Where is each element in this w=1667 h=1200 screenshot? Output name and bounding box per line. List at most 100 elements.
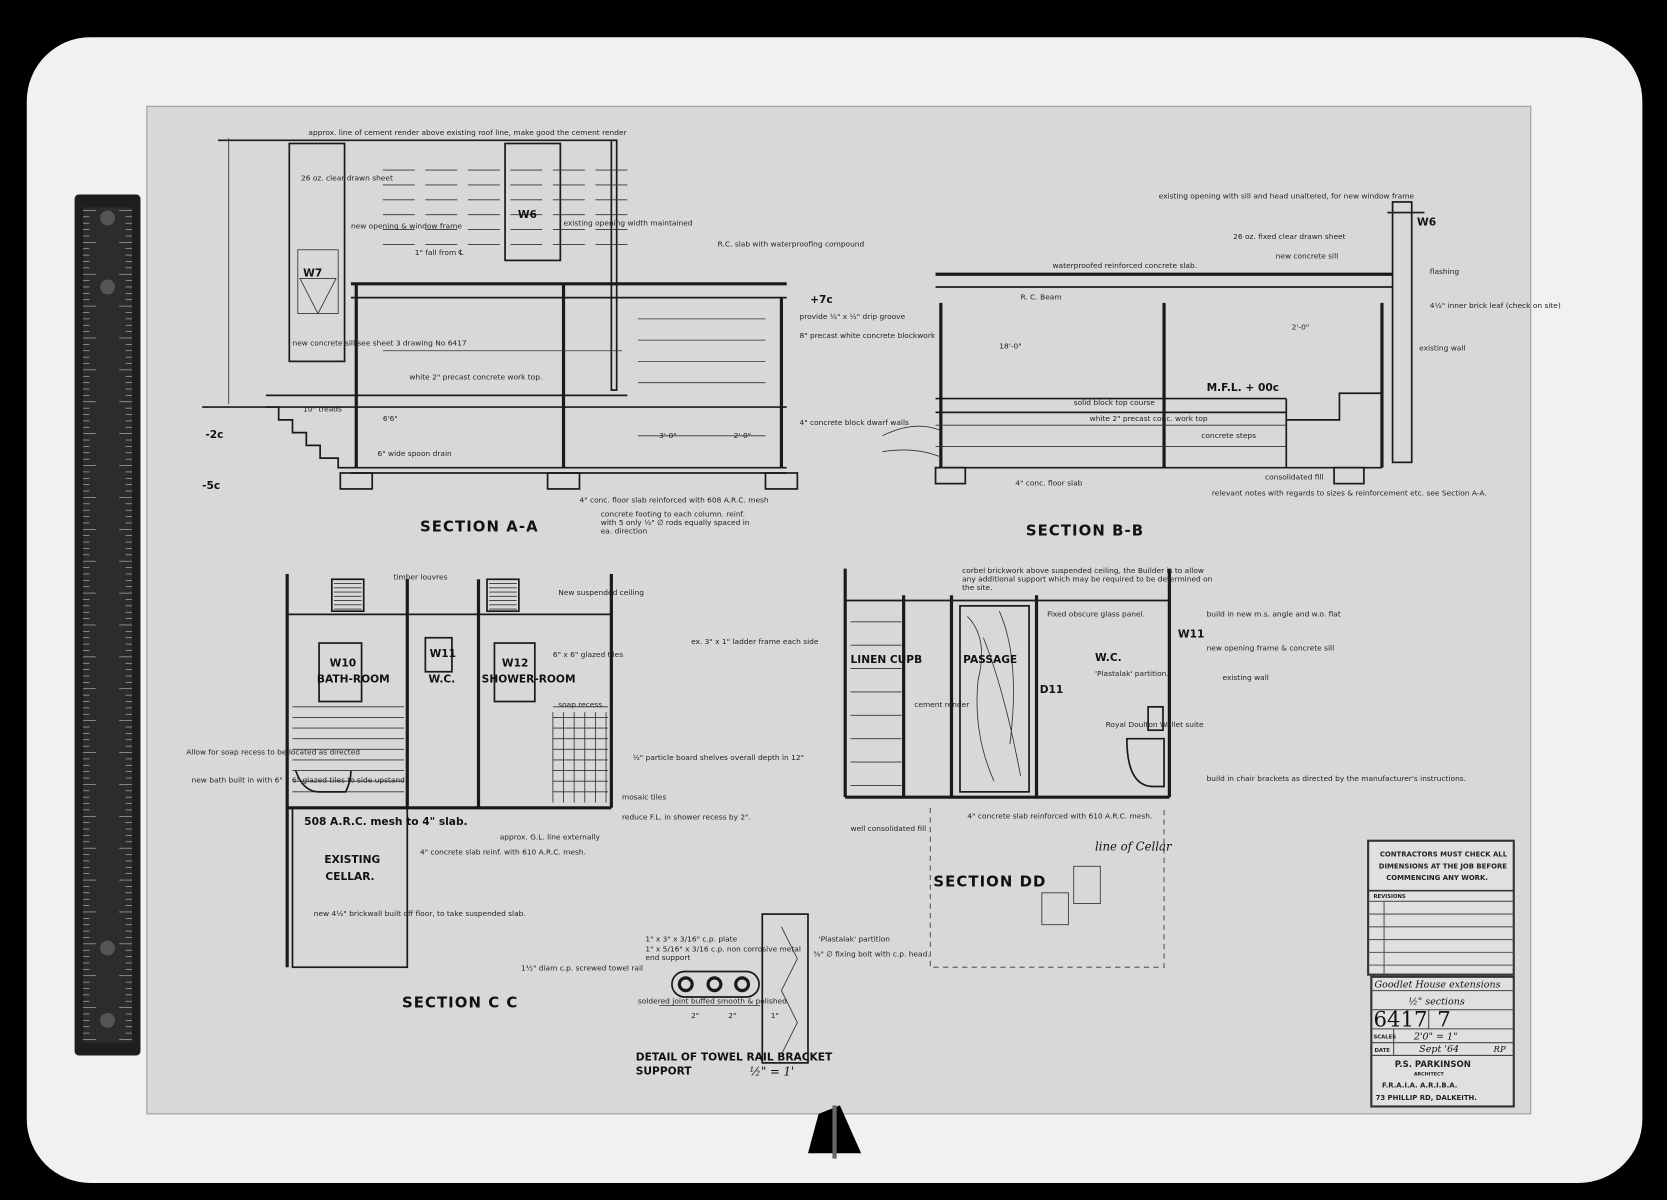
note: 4" concrete block dwarf walls	[799, 418, 909, 427]
detail-scale: ½" = 1'	[750, 1065, 795, 1079]
scale-ruler	[74, 194, 141, 1056]
note: solid block top course	[1074, 398, 1156, 407]
note: 4½" inner brick leaf (check on site)	[1430, 301, 1561, 310]
note: new concrete sill see sheet 3 drawing No…	[292, 338, 466, 347]
note: concrete footing to each column. reinf. …	[600, 510, 750, 536]
section-b-b	[882, 201, 1425, 485]
note: well consolidated fill	[851, 824, 927, 833]
note: New suspended ceiling	[558, 588, 644, 597]
dimension: 2"	[691, 1011, 699, 1020]
note: Fixed obscure glass panel.	[1047, 609, 1145, 618]
section-title-dd: SECTION DD	[933, 872, 1046, 890]
note: line of Cellar	[1095, 839, 1173, 853]
note: 26 oz. clear drawn sheet	[301, 174, 393, 183]
window-label-w6: W6	[518, 208, 537, 221]
detail-title: DETAIL OF TOWEL RAIL BRACKET	[636, 1051, 833, 1064]
window-label-w10: W10	[330, 656, 356, 669]
note: ⅜" ∅ fixing bolt with c.p. head.	[813, 950, 929, 959]
note: 6" wide spoon drain	[378, 449, 453, 458]
note: 4" concrete slab reinforced with 610 A.R…	[967, 811, 1152, 820]
note: approx. line of cement render above exis…	[308, 128, 627, 137]
window-label-w7: W7	[303, 266, 322, 279]
note: new opening & window frame	[351, 222, 462, 231]
architect-address: 73 PHILLIP RD, DALKEITH.	[1376, 1094, 1477, 1102]
note: consolidated fill	[1265, 472, 1324, 481]
level-mark: -2c	[205, 428, 223, 441]
title-block	[1367, 839, 1515, 1108]
note: cement render	[914, 700, 970, 709]
note: Royal Doulton Wallet suite	[1106, 720, 1204, 729]
date-label: DATE	[1375, 1048, 1391, 1054]
room-label-shower: SHOWER-ROOM	[482, 672, 576, 685]
note: 'Plastalak' partition.	[1095, 669, 1169, 678]
note: 4" concrete slab reinf. with 610 A.R.C. …	[420, 848, 586, 857]
note: white 2" precast concrete work top.	[409, 372, 542, 381]
note: soap recess	[558, 700, 602, 709]
note: ½" particle board shelves overall depth …	[633, 753, 804, 762]
note: mosaic tiles	[622, 792, 666, 801]
window-label-w11: W11	[1178, 628, 1204, 641]
note: 4" conc. floor slab reinforced with 608 …	[579, 496, 768, 505]
detail-title-line2: SUPPORT	[636, 1065, 693, 1078]
sheet-title: ½" sections	[1409, 996, 1465, 1007]
sheet-number: 7	[1437, 1008, 1451, 1033]
room-label-existing: EXISTING	[324, 853, 380, 866]
level-mark: +7c	[810, 293, 833, 306]
room-label-wc: W.C.	[429, 672, 456, 685]
note: 4" conc. floor slab	[1015, 479, 1082, 488]
note: provide ½" x ½" drip groove	[799, 312, 905, 321]
room-label-bathroom: BATH-ROOM	[317, 672, 390, 685]
drafter-initials: RP	[1493, 1045, 1506, 1055]
note-wrapper: concrete footing to each column. reinf. …	[600, 510, 750, 536]
pointer-stem	[832, 1105, 837, 1159]
dimension: 2'-0"	[1292, 322, 1310, 331]
project-name: Goodlet House extensions	[1375, 979, 1501, 990]
scales-label: SCALES	[1373, 1034, 1396, 1040]
note: R. C. Beam	[1021, 293, 1062, 302]
towel-rail-detail	[659, 913, 809, 1064]
note-wrapper: corbel brickwork above suspended ceiling…	[962, 567, 1212, 593]
note: ex. 3" x 1" ladder frame each side	[691, 637, 819, 646]
window-label-w11: W11	[430, 647, 456, 660]
section-c-c	[285, 573, 613, 969]
note: build in chair brackets as directed by t…	[1207, 774, 1466, 783]
dimension: 2'-0"	[734, 431, 752, 440]
note: existing opening width maintained	[564, 218, 693, 227]
drawing-number: 6417	[1373, 1008, 1427, 1033]
note: new opening frame & concrete sill	[1207, 643, 1335, 652]
room-label-linen: LINEN CUPB	[851, 653, 923, 666]
note: build in new m.s. angle and w.o. flat	[1207, 609, 1341, 618]
note: 508 A.R.C. mesh to 4" slab.	[304, 815, 467, 828]
note: flashing	[1430, 267, 1460, 276]
note: timber louvres	[393, 572, 447, 581]
room-label-cellar: CELLAR.	[325, 870, 374, 883]
warning-text: COMMENCING ANY WORK.	[1386, 874, 1488, 882]
note: 1" fall from ℄	[415, 248, 464, 257]
note: 'Plastalak' partition	[819, 935, 891, 944]
note: 1" x 3" x 3/16" c.p. plate	[645, 935, 737, 944]
note: 26 oz. fixed clear drawn sheet	[1233, 232, 1345, 241]
scale-value: 2'0" = 1"	[1413, 1032, 1458, 1043]
window-label-w12: W12	[502, 656, 528, 669]
dimension: 6'6"	[383, 414, 398, 423]
note: new bath built in with 6" x 6" glazed ti…	[192, 775, 406, 784]
note: R.C. slab with waterproofing compound	[718, 240, 865, 249]
note: relevant notes with regards to sizes & r…	[1212, 488, 1487, 497]
note-wrapper: 1" x 5/16" x 3/16 c.p. non corrosive met…	[645, 945, 801, 962]
dimension: 18'-0"	[999, 342, 1021, 351]
note: existing wall	[1223, 673, 1269, 682]
level-mark: -5c	[202, 479, 220, 492]
note: new 4½" brickwall built off floor, to ta…	[314, 909, 526, 918]
note: existing opening with sill and head unal…	[1159, 192, 1415, 201]
note: 1½" diam c.p. screwed towel rail	[521, 963, 643, 972]
room-label-wc: W.C.	[1095, 651, 1122, 664]
warning-text: CONTRACTORS MUST CHECK ALL	[1380, 851, 1508, 859]
note: concrete steps	[1201, 431, 1256, 440]
date-value: Sept '64	[1419, 1044, 1459, 1055]
dimension: 2"	[728, 1011, 736, 1020]
dimension: 1"	[771, 1011, 779, 1020]
door-label-d11: D11	[1040, 683, 1064, 696]
note: approx. G.L. line externally	[500, 833, 601, 842]
section-title-cc: SECTION C C	[402, 994, 518, 1012]
